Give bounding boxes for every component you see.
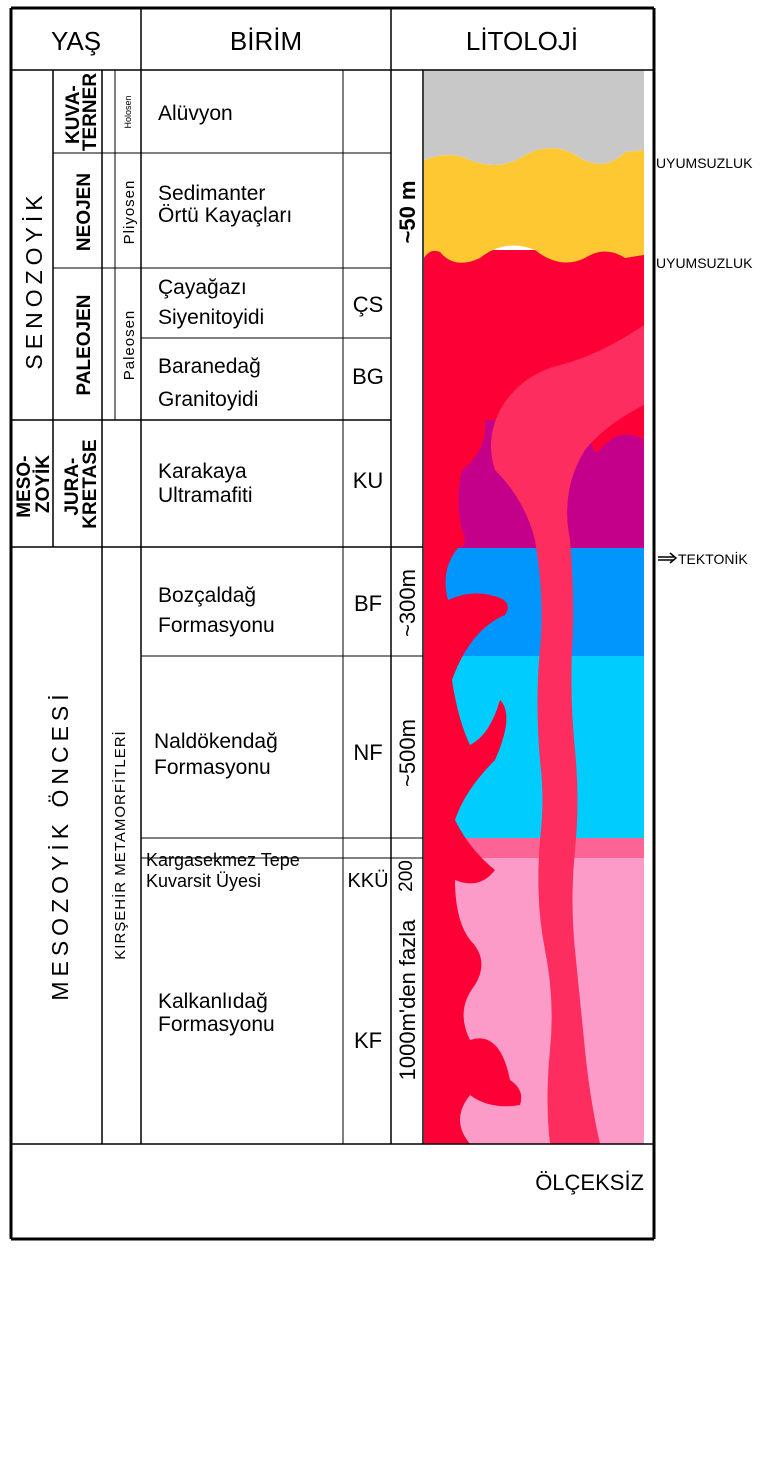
unit-name-kargasekmez-l2: Kuvarsit Üyesi xyxy=(146,871,261,891)
unit-name-aluvyon: Alüvyon xyxy=(158,102,233,125)
header-lithology: LİTOLOJİ xyxy=(466,26,578,56)
unit-name-karakaya: Karakaya Ultramafiti xyxy=(158,460,253,507)
unit-name-baranedag: Baranedağ Granitoyidi xyxy=(158,355,267,411)
tectonic-arrow-icon xyxy=(658,553,676,563)
contact-unconformity-1: UYUMSUZLUK xyxy=(656,155,753,171)
unit-name-karakaya-l1: Karakaya xyxy=(158,460,247,483)
period-paleojen: PALEOJEN xyxy=(74,294,95,395)
unit-code-bf: BF xyxy=(354,591,382,616)
header-age: YAŞ xyxy=(51,26,101,56)
lithology-column xyxy=(424,70,644,1144)
period-neojen: NEOJEN xyxy=(74,173,95,251)
thickness-kalkanlidag: 1000m'den fazla xyxy=(395,919,420,1081)
thickness-naldokendag: ~500m xyxy=(395,719,420,787)
unit-code-kf: KF xyxy=(354,1028,382,1053)
unit-code-nf: NF xyxy=(353,740,382,765)
unit-name-cayagazi-l1: Çayağazı xyxy=(158,276,247,299)
period-jura-kretase-line2: KRETASE xyxy=(80,439,101,528)
unit-code-bg: BG xyxy=(352,364,384,389)
unit-name-naldokendag-l2: Formasyonu xyxy=(154,756,271,779)
unit-name-kalkanlidag: Kalkanlıdağ Formasyonu xyxy=(158,990,275,1036)
era-mesozoyik-line2: ZOYİK xyxy=(33,455,54,513)
unit-code-cs: ÇS xyxy=(353,292,384,317)
period-jura-kretase: JURA- KRETASE xyxy=(62,439,101,528)
thickness-bozcaldag: ~300m xyxy=(395,569,420,637)
header-unit: BİRİM xyxy=(230,26,302,56)
unit-name-sedimanter: Sedimanter Örtü Kayaçları xyxy=(158,182,292,227)
unit-name-kargasekmez: Kargasekmez Tepe Kuvarsit Üyesi xyxy=(146,850,305,891)
unit-name-kargasekmez-l1: Kargasekmez Tepe xyxy=(146,850,300,870)
unit-name-kalkanlidag-l2: Formasyonu xyxy=(158,1013,275,1036)
epoch-pliyosen: Pliyosen xyxy=(121,180,138,245)
unit-codes: ÇS BG KU BF NF KKÜ KF xyxy=(347,292,388,1053)
era-mesozoyik: MESO- ZOYİK xyxy=(14,450,54,518)
unit-name-sedimanter-l1: Sedimanter xyxy=(158,182,265,205)
era-mesozoyik-line1: MESO- xyxy=(14,456,35,518)
litho-sedimanter xyxy=(424,148,644,263)
unit-code-ku: KU xyxy=(353,468,384,493)
litho-aluvyon xyxy=(424,70,644,165)
unit-name-cayagazi-l2: Siyenitoyidi xyxy=(158,306,264,329)
unit-name-bozcaldag-l1: Bozçaldağ xyxy=(158,584,256,607)
thickness-sedimanter: ~50 m xyxy=(395,181,420,244)
unit-name-naldokendag: Naldökendağ Formasyonu xyxy=(154,730,284,779)
unit-code-kku: KKÜ xyxy=(347,870,388,892)
epoch-holosen: Holosen xyxy=(123,95,133,128)
unit-name-cayagazi: Çayağazı Siyenitoyidi xyxy=(158,276,264,329)
unit-name-bozcaldag: Bozçaldağ Formasyonu xyxy=(158,584,275,637)
epoch-paleosen: Paleosen xyxy=(121,310,138,381)
thickness-labels: ~50 m ~300m ~500m 200 1000m'den fazla xyxy=(395,181,420,1081)
unit-name-baranedag-l1: Baranedağ xyxy=(158,355,261,378)
scale-note: ÖLÇEKSİZ xyxy=(535,1170,644,1195)
thickness-kargasekmez: 200 xyxy=(396,860,417,892)
period-kuvaterner-line2: TERNER xyxy=(80,73,101,151)
contact-tectonic: TEKTONİK xyxy=(678,550,748,567)
period-kuvaterner: KUVA- TERNER xyxy=(63,73,101,151)
unit-name-baranedag-l2: Granitoyidi xyxy=(158,388,258,411)
contact-unconformity-2: UYUMSUZLUK xyxy=(656,255,753,271)
unit-name-kalkanlidag-l1: Kalkanlıdağ xyxy=(158,990,268,1013)
period-kirsehir: KIRŞEHİR METAMORFİTLERİ xyxy=(111,730,129,959)
unit-names: Alüvyon Sedimanter Örtü Kayaçları Çayağa… xyxy=(146,102,305,1036)
unit-name-karakaya-l2: Ultramafiti xyxy=(158,484,253,507)
era-senozoyik: SENOZOYİK xyxy=(21,190,47,369)
era-mesozoyik-oncesi: MESOZOYİK ÖNCESİ xyxy=(47,689,73,1000)
unit-name-naldokendag-l1: Naldökendağ xyxy=(154,730,278,753)
unit-name-sedimanter-l2: Örtü Kayaçları xyxy=(158,204,292,227)
unit-name-bozcaldag-l2: Formasyonu xyxy=(158,614,275,637)
